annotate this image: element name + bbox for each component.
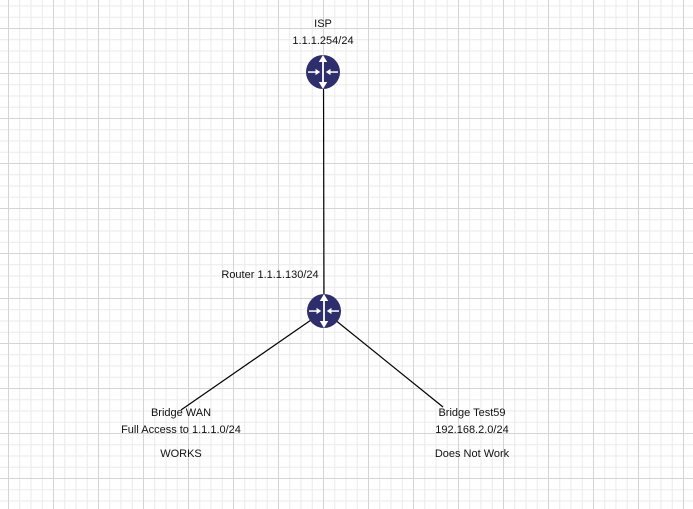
isp-address: 1.1.1.254/24: [292, 35, 354, 47]
link-router-bridge-test59: [323, 310, 444, 408]
router-name: Router 1.1.1.130/24: [221, 269, 319, 281]
bridge-wan-detail: Full Access to 1.1.1.0/24: [121, 424, 241, 436]
core-router-icon: [306, 293, 342, 329]
isp-name: ISP: [314, 18, 332, 30]
bridge-test59-label: Bridge Test59 192.168.2.0/24 Does Not Wo…: [435, 405, 509, 463]
isp-router-icon: [305, 54, 341, 90]
bridge-test59-detail: 192.168.2.0/24: [435, 424, 509, 436]
router-label: Router 1.1.1.130/24: [221, 267, 318, 284]
bridge-wan-label: Bridge WAN Full Access to 1.1.1.0/24 WOR…: [121, 405, 241, 463]
bridge-test59-name: Bridge Test59: [438, 407, 506, 419]
link-isp-router: [322, 71, 325, 312]
isp-label: ISP 1.1.1.254/24: [292, 16, 353, 50]
bridge-test59-status: Does Not Work: [434, 448, 510, 460]
bridge-wan-name: Bridge WAN: [150, 407, 212, 419]
bridge-wan-status: WORKS: [160, 448, 202, 460]
link-router-bridge-wan: [180, 310, 325, 411]
